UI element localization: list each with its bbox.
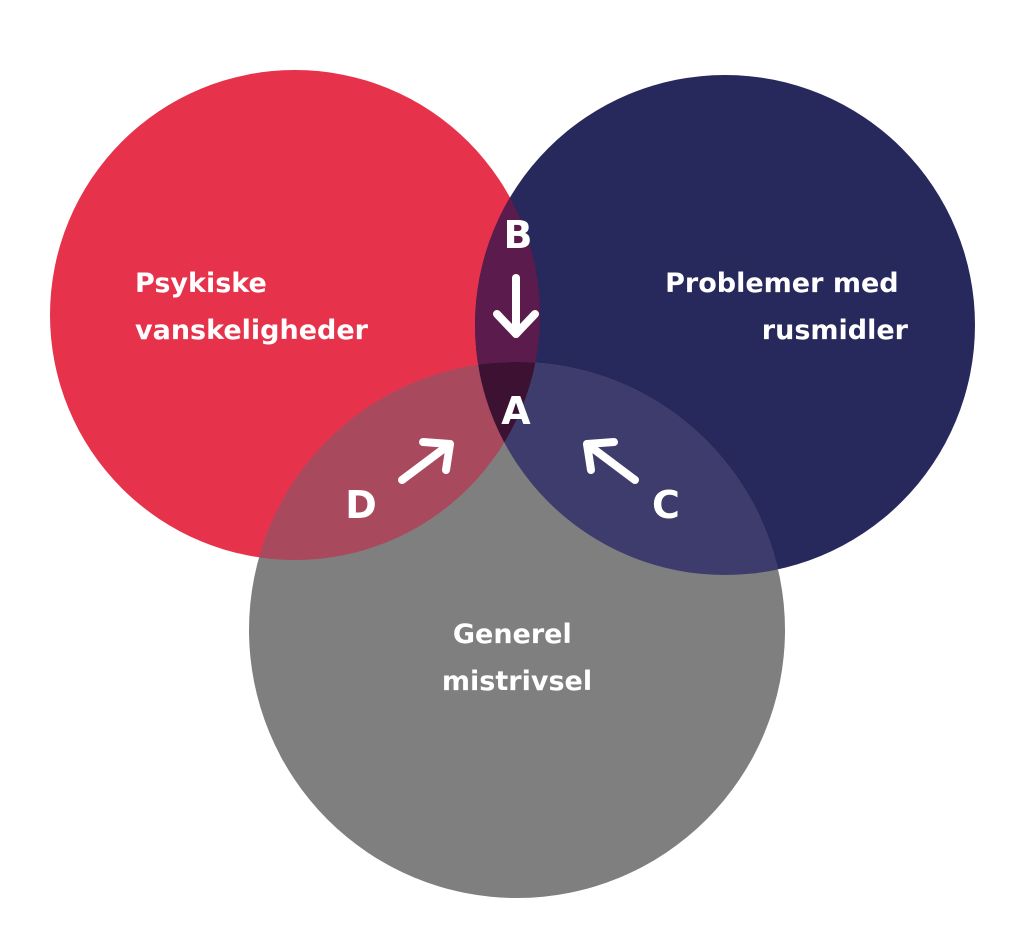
label-bottom-line1: Generel: [453, 619, 572, 650]
overlap-left-bottom: [249, 362, 540, 560]
label-bottom: Generel mistrivsel: [442, 619, 592, 697]
label-left: Psykiske vanskeligheder: [135, 268, 369, 346]
arrow-b-to-a: [493, 274, 539, 338]
overlap-right-bottom: [475, 362, 785, 575]
label-bottom-line2: mistrivsel: [442, 666, 592, 697]
region-label-a: A: [501, 389, 531, 433]
label-left-line1: Psykiske: [135, 268, 267, 299]
arrow-d-to-a: [398, 438, 454, 484]
label-right: Problemer med rusmidler: [665, 268, 909, 346]
region-label-d: D: [345, 483, 377, 527]
label-right-line2: rusmidler: [762, 315, 909, 346]
region-label-b: B: [504, 213, 533, 257]
label-left-line2: vanskeligheder: [135, 315, 369, 346]
arrow-c-to-a: [583, 438, 639, 484]
region-label-c: C: [652, 483, 680, 527]
label-right-line1: Problemer med: [665, 268, 898, 299]
